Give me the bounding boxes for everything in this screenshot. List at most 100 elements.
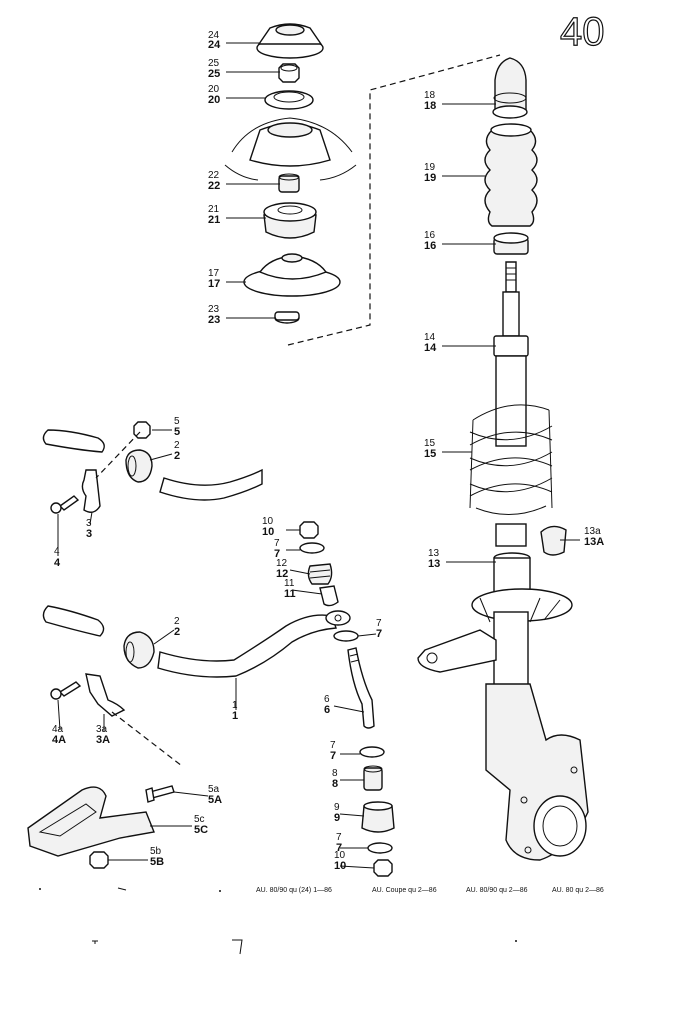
callout-7a-top: 7 xyxy=(274,538,280,549)
callout-5c-top: 5c xyxy=(194,814,205,825)
connection-line-lower-stabilizer xyxy=(111,711,183,767)
callout-9-top: 9 xyxy=(334,802,340,813)
callout-10-lower-bottom: 10 xyxy=(334,860,346,872)
scan-artifacts xyxy=(39,887,517,955)
part-4-bolt[interactable] xyxy=(50,495,80,514)
part-4a-bolt[interactable] xyxy=(50,681,82,700)
callout-21-bottom: 21 xyxy=(208,214,220,226)
callout-5a-bottom: 5A xyxy=(208,794,222,806)
callout-23-bottom: 23 xyxy=(208,314,220,326)
part-23-ring[interactable] xyxy=(274,311,300,324)
footnote-line: AU. 80/90 qu (24) 1—86 AU. Coupe qu 2—86… xyxy=(256,887,604,894)
part-6-link-rod[interactable] xyxy=(347,647,375,729)
part-22-bushing[interactable] xyxy=(278,173,300,193)
part-24-cap[interactable] xyxy=(256,23,324,59)
callout-17-top: 17 xyxy=(208,268,220,279)
upper-stabilizer-section xyxy=(42,421,263,514)
callout-13a-top: 13a xyxy=(584,526,601,537)
callout-19-top: 19 xyxy=(424,162,436,173)
part-2-bushing-lower[interactable] xyxy=(123,631,155,669)
part-1-stabilizer-bar[interactable] xyxy=(157,610,351,678)
callout-2-lower-top: 2 xyxy=(174,616,180,627)
callout-9-bottom: 9 xyxy=(334,812,340,824)
callout-3a-top: 3a xyxy=(96,724,108,735)
part-7-washer-b[interactable] xyxy=(333,630,359,642)
part-5b-nut[interactable] xyxy=(89,851,109,869)
part-14-damper[interactable] xyxy=(493,261,529,447)
part-11-bushing[interactable] xyxy=(319,585,339,607)
part-17-bearing-plate[interactable] xyxy=(243,253,341,297)
callout-4-top: 4 xyxy=(54,546,60,557)
part-2-bushing-upper[interactable] xyxy=(125,449,153,483)
part-10-nut-lower[interactable] xyxy=(373,859,393,877)
callout-20-top: 20 xyxy=(208,84,220,95)
part-12-bushing[interactable] xyxy=(307,563,333,585)
callout-8-bottom: 8 xyxy=(332,778,338,790)
part-13a-cap[interactable] xyxy=(540,525,567,556)
part-15-coil-spring[interactable] xyxy=(469,404,553,547)
callout-16-top: 16 xyxy=(424,230,436,241)
part-bar-end-lower-left[interactable] xyxy=(42,605,105,637)
callout-1-top: 1 xyxy=(232,700,238,711)
callout-7c-top: 7 xyxy=(330,740,336,751)
part-9-bushing[interactable] xyxy=(361,801,395,833)
part-20-washer[interactable] xyxy=(264,90,314,110)
part-19-dust-boot[interactable] xyxy=(484,123,538,227)
callout-17-bottom: 17 xyxy=(208,278,220,290)
callout-7b-top: 7 xyxy=(376,618,382,629)
callout-19-bottom: 19 xyxy=(424,172,436,184)
lower-stabilizer-section xyxy=(27,605,351,869)
strut-assembly xyxy=(417,57,589,861)
callout-14-bottom: 14 xyxy=(424,342,437,354)
link-rod-stack xyxy=(299,521,395,877)
callout-6-top: 6 xyxy=(324,694,330,705)
callout-8-top: 8 xyxy=(332,768,338,779)
callout-1-bottom: 1 xyxy=(232,710,238,722)
callout-4-bottom: 4 xyxy=(54,557,61,569)
footnote-item-3: AU. 80/90 qu 2—86 xyxy=(466,887,528,894)
part-10-nut-upper[interactable] xyxy=(299,521,319,539)
part-7-washer-d[interactable] xyxy=(367,842,393,854)
callout-13-top: 13 xyxy=(428,548,440,559)
callout-5c-bottom: 5C xyxy=(194,824,208,836)
part-5a-bolt[interactable] xyxy=(145,785,175,803)
callout-3a-bottom: 3A xyxy=(96,734,110,746)
callout-2-upper-top: 2 xyxy=(174,440,180,451)
callout-21-top: 21 xyxy=(208,204,220,215)
callout-15-bottom: 15 xyxy=(424,448,436,460)
strut-mount-housing[interactable] xyxy=(224,117,357,181)
part-21-rubber-mount[interactable] xyxy=(263,202,317,239)
part-bar-end-upper-left[interactable] xyxy=(42,429,105,453)
part-25-nut[interactable] xyxy=(278,63,300,83)
callout-7c-bottom: 7 xyxy=(330,750,336,762)
page-number: 40 xyxy=(560,10,605,54)
part-7-washer-a[interactable] xyxy=(299,542,325,554)
callout-12-bottom: 12 xyxy=(276,568,288,580)
callout-24-bottom: 24 xyxy=(208,39,221,51)
callout-5b-bottom: 5B xyxy=(150,856,164,868)
callout-11-bottom: 11 xyxy=(284,588,296,600)
callout-4a-bottom: 4A xyxy=(52,734,66,746)
callout-12-top: 12 xyxy=(276,558,288,569)
part-18-bump-stop[interactable] xyxy=(492,57,528,119)
part-13-strut-housing[interactable] xyxy=(417,552,589,861)
callout-4a-top: 4a xyxy=(52,724,64,735)
callout-7b-bottom: 7 xyxy=(376,628,382,640)
part-3a-clamp[interactable] xyxy=(85,673,126,717)
callout-11-top: 11 xyxy=(284,578,295,589)
callout-7a-bottom: 7 xyxy=(274,548,280,560)
part-bar-upper-right[interactable] xyxy=(159,468,263,501)
callout-25-top: 25 xyxy=(208,58,220,69)
part-8-sleeve[interactable] xyxy=(363,765,383,791)
callout-5-top: 5 xyxy=(174,416,180,427)
part-7-washer-c[interactable] xyxy=(359,746,385,758)
footnote-item-2: AU. Coupe qu 2—86 xyxy=(372,887,437,894)
callout-22-bottom: 22 xyxy=(208,180,220,192)
callout-13-bottom: 13 xyxy=(428,558,440,570)
part-3-clamp[interactable] xyxy=(81,469,101,513)
connection-line-upper-stabilizer xyxy=(95,431,141,479)
callout-5a-top: 5a xyxy=(208,784,220,795)
callout-3-top: 3 xyxy=(86,518,92,529)
part-16-ring[interactable] xyxy=(493,232,529,255)
part-5c-bracket[interactable] xyxy=(27,786,155,857)
